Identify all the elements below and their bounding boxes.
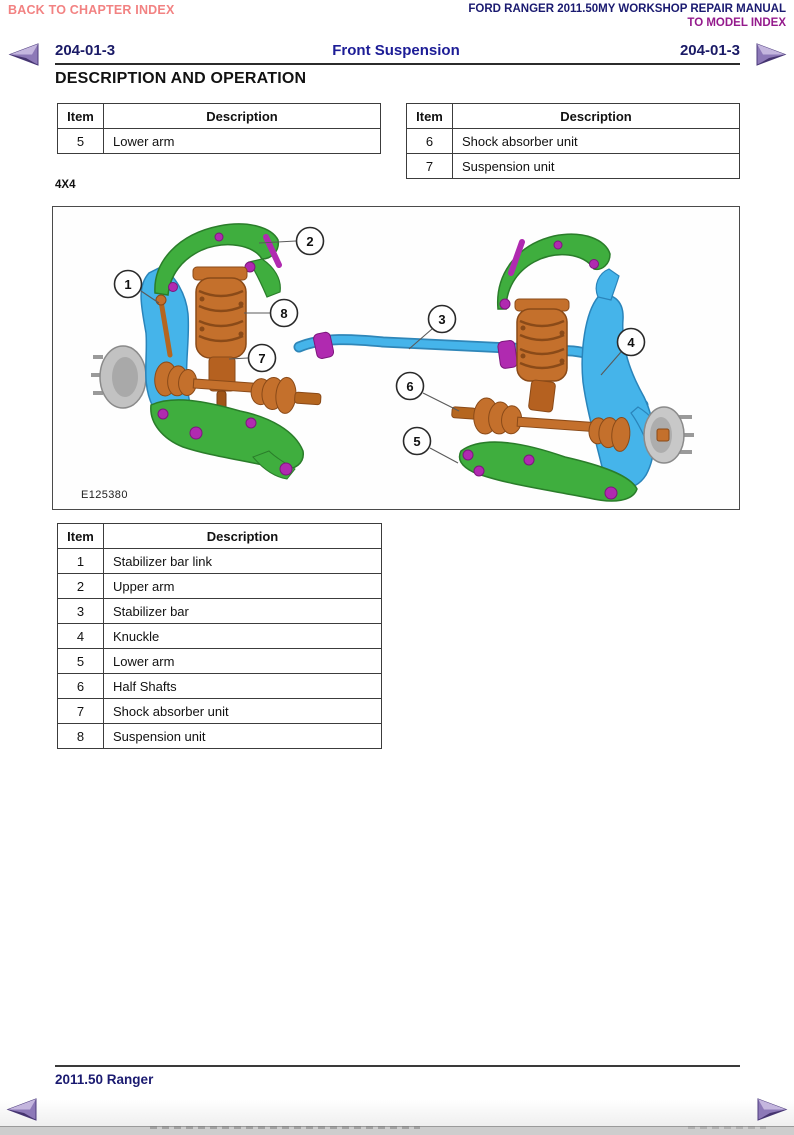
item-number: 7 [406,153,453,179]
svg-text:7: 7 [258,351,265,366]
column-header: Item [57,523,104,549]
item-description: Stabilizer bar [103,598,382,624]
item-description: Upper arm [103,573,382,599]
next-page-arrow-icon[interactable] [756,1097,789,1122]
page-heading: DESCRIPTION AND OPERATION [55,70,307,87]
left-half-shaft [154,361,322,414]
section-title: Front Suspension [332,42,460,59]
next-page-arrow-icon[interactable] [755,42,788,67]
svg-text:4: 4 [627,335,635,350]
callout-7: 7 [228,343,277,373]
to-model-index-link[interactable]: TO MODEL INDEX [687,17,786,29]
item-description: Suspension unit [452,153,740,179]
callout-1: 1 [113,269,160,304]
item-number: 5 [57,648,104,674]
item-description: Shock absorber unit [452,128,740,154]
callout-5: 5 [402,426,459,464]
svg-text:3: 3 [438,312,445,327]
item-number: 3 [57,598,104,624]
column-header: Item [406,103,453,129]
clipped-text-fragment [150,1126,420,1129]
drivetrain-label: 4X4 [55,179,76,191]
column-header: Description [452,103,740,129]
item-number: 2 [57,573,104,599]
right-suspension-unit [514,298,570,413]
suspension-diagram: 1 2 3 4 5 [52,206,740,510]
item-number: 1 [57,548,104,574]
item-description: Knuckle [103,623,382,649]
footer-divider [55,1065,740,1067]
page-bottom-fade [0,1100,794,1126]
svg-text:1: 1 [124,277,131,292]
item-description: Shock absorber unit [103,698,382,724]
item-description: Suspension unit [103,723,382,749]
svg-text:6: 6 [406,379,413,394]
svg-text:8: 8 [280,306,287,321]
right-knuckle [581,268,662,489]
item-number: 8 [57,723,104,749]
left-upper-arm [154,223,282,298]
callout-8: 8 [244,298,299,328]
svg-text:2: 2 [306,234,313,249]
right-upper-arm [497,233,611,310]
suspension-diagram-graphic: 1 2 3 4 5 [91,223,694,502]
item-number: 7 [57,698,104,724]
column-header: Item [57,103,104,129]
callout-3: 3 [408,304,457,350]
left-hub [91,345,147,409]
item-description: Half Shafts [103,673,382,699]
clipped-text-fragment [688,1126,766,1129]
section-code-left: 204-01-3 [55,42,116,59]
back-to-chapter-index-link[interactable]: BACK TO CHAPTER INDEX [8,3,175,17]
column-header: Description [103,523,382,549]
header-divider [55,63,740,65]
prev-page-arrow-icon[interactable] [5,1097,38,1122]
svg-text:5: 5 [413,434,420,449]
callout-4: 4 [600,327,646,376]
right-hub [643,406,694,464]
item-number: 6 [57,673,104,699]
callout-6: 6 [395,371,460,412]
section-code-right: 204-01-3 [679,42,740,59]
item-number: 5 [57,128,104,154]
footer-model-label: 2011.50 Ranger [55,1072,154,1087]
item-number: 6 [406,128,453,154]
column-header: Description [103,103,381,129]
prev-page-arrow-icon[interactable] [7,42,40,67]
item-description: Lower arm [103,128,381,154]
item-number: 4 [57,623,104,649]
manual-title: FORD RANGER 2011.50MY WORKSHOP REPAIR MA… [468,3,786,15]
callout-2: 2 [258,226,325,256]
stabilizer-bar-clamps [313,331,518,369]
item-description: Stabilizer bar link [103,548,382,574]
right-lower-arm [458,441,638,502]
left-lower-arm [150,399,304,480]
right-half-shaft [451,397,631,452]
figure-id-label: E125380 [81,489,128,501]
item-description: Lower arm [103,648,382,674]
